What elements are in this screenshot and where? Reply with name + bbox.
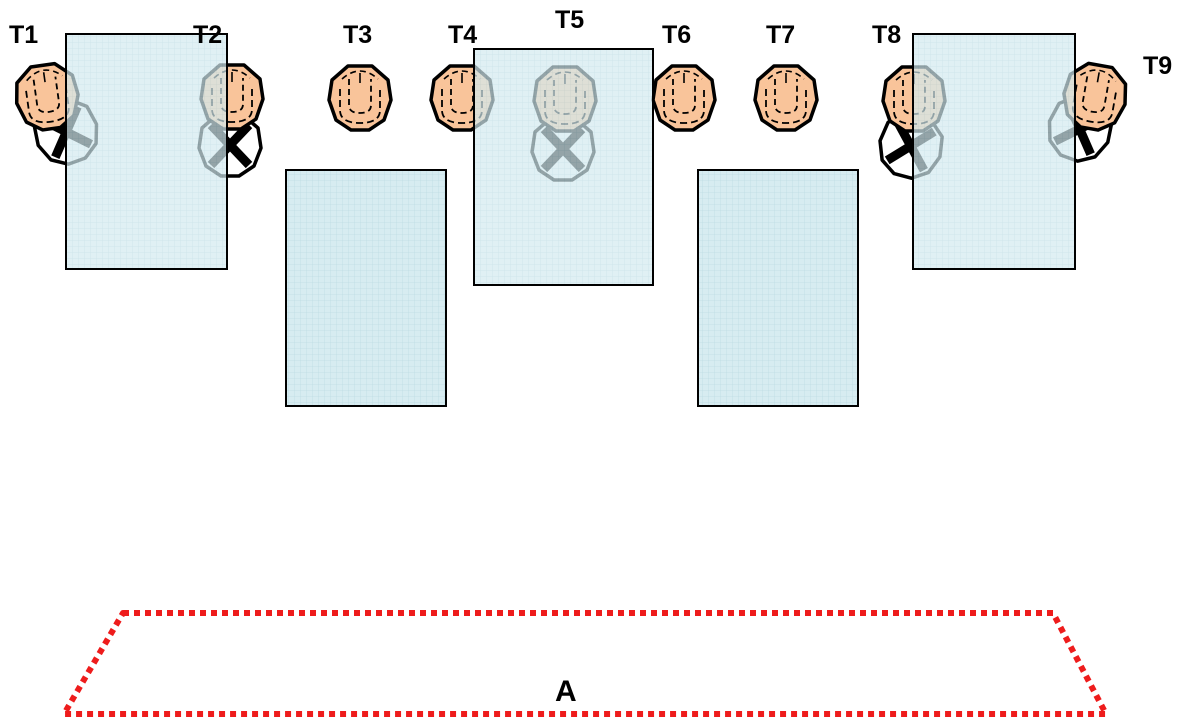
panel-t3 [285,169,447,407]
panel-t8-t9 [912,33,1076,270]
label-t3: T3 [343,21,372,49]
label-t2: T2 [193,21,222,49]
panels [65,33,1076,407]
panel-t7 [697,169,859,407]
label-t6: T6 [662,21,691,49]
position-labels: T1 T2 T3 T4 T5 T6 T7 T8 T9 [9,6,1172,80]
label-t4: T4 [448,21,477,49]
area-boundary [61,610,1109,717]
label-t7: T7 [766,21,795,49]
label-t8: T8 [872,21,901,49]
person-head-icon [753,64,819,132]
label-t9: T9 [1143,52,1172,80]
label-t1: T1 [9,21,38,49]
area-label: A [555,675,577,708]
label-t5: T5 [555,6,584,34]
person-head-icon [651,64,717,132]
panel-t5 [473,48,654,286]
panel-t1-t2 [65,33,228,270]
person-head-icon [327,64,393,132]
